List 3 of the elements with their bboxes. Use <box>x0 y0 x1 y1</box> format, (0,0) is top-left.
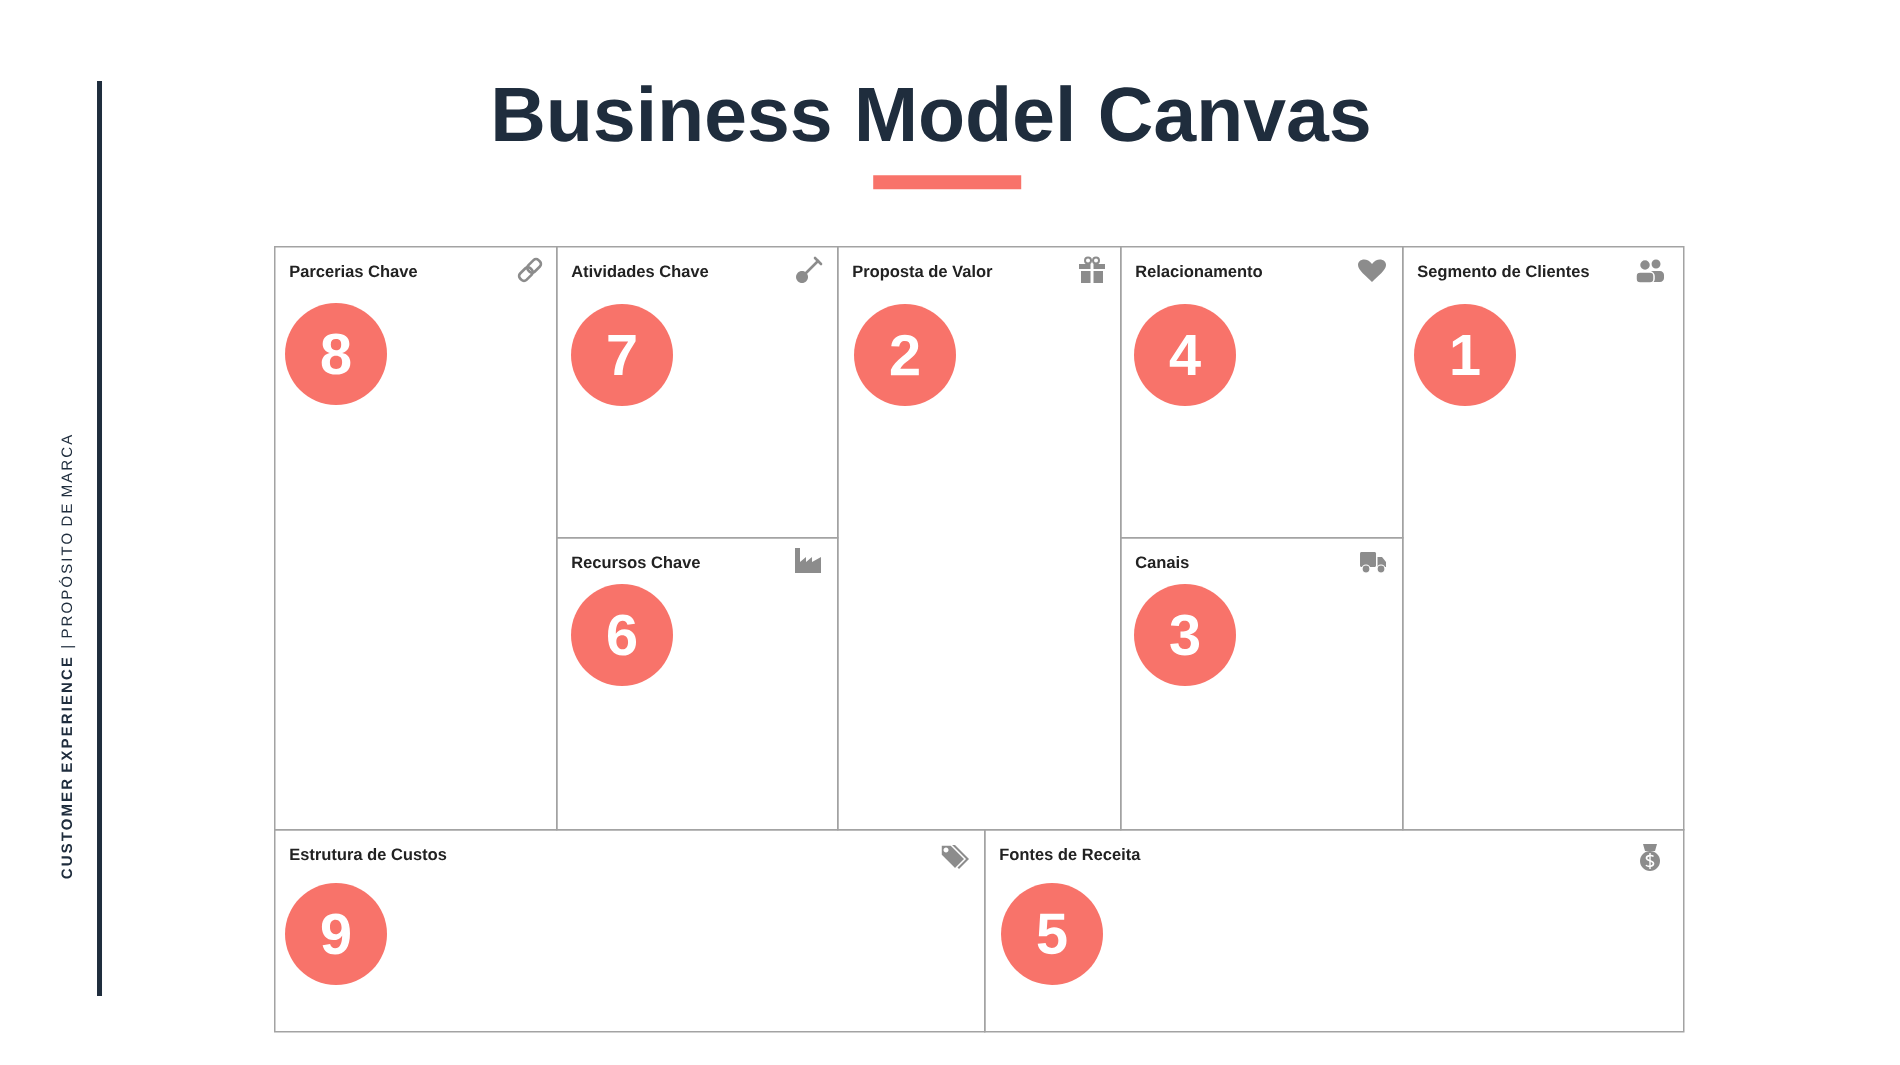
title: Business Model Canvas <box>495 85 1369 142</box>
vertical-caption: CUSTOMER EXPERIENCE | PROPÓSITO DE MARCA <box>58 434 76 879</box>
title-underline <box>873 175 1022 190</box>
